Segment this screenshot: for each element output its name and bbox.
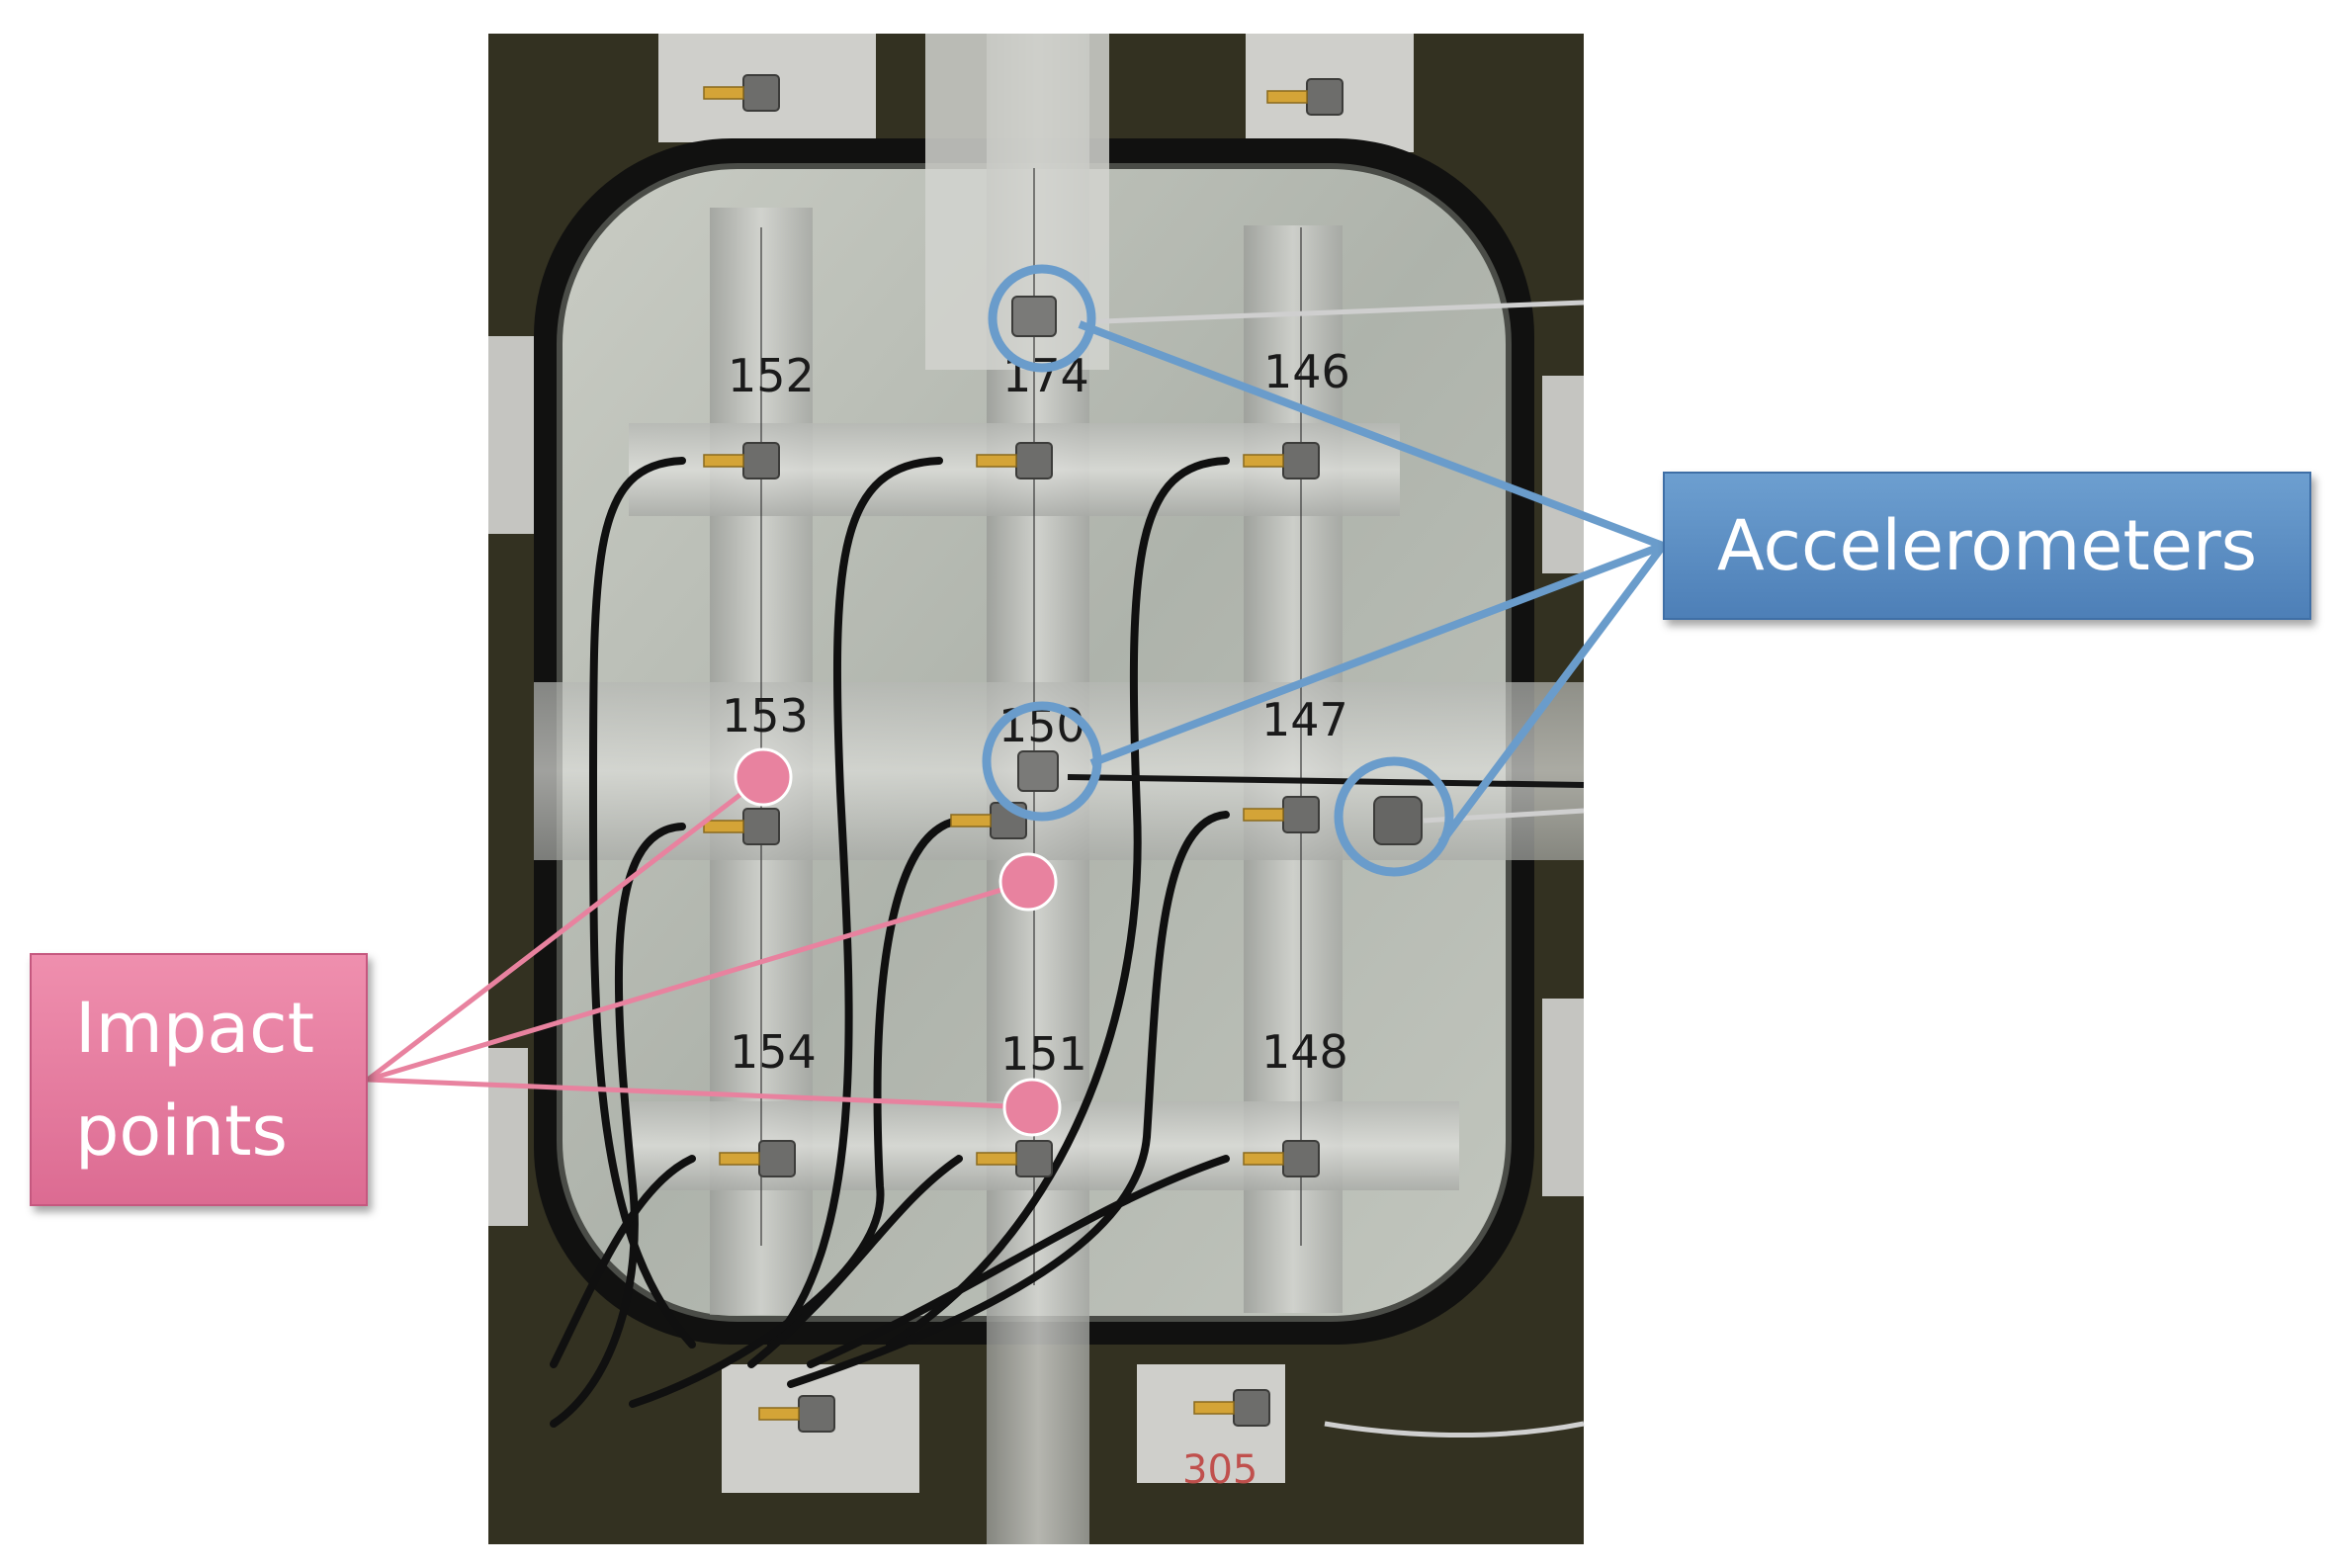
sensor-number-153: 153 xyxy=(722,689,809,742)
impact-label-line2: points xyxy=(75,1090,288,1172)
impact-callout-lines xyxy=(366,775,1033,1110)
sensor-number-154: 154 xyxy=(730,1025,817,1079)
accelerometer-sensor-icon xyxy=(703,74,1423,1433)
sensor-number-151: 151 xyxy=(1000,1027,1087,1081)
impact-points-callout: Impact points xyxy=(30,953,368,1206)
sensor-number-148: 148 xyxy=(1261,1025,1348,1079)
tag-number-305: 305 xyxy=(1182,1447,1257,1493)
accelerometers-label: Accelerometers xyxy=(1716,505,2258,586)
impact-dot-icon xyxy=(734,747,1062,1137)
accelerometer-callout-lines xyxy=(1078,320,1667,845)
accelerometers-callout: Accelerometers xyxy=(1663,472,2311,620)
sensor-number-147: 147 xyxy=(1261,693,1348,746)
impact-label-line1: Impact xyxy=(75,988,315,1069)
photo: 152 174 146 153 150 147 154 151 148 305 xyxy=(488,34,1585,1544)
accelerometer-ring-icon xyxy=(982,264,1454,877)
sensor-number-146: 146 xyxy=(1263,345,1350,398)
sensor-number-152: 152 xyxy=(728,349,815,402)
